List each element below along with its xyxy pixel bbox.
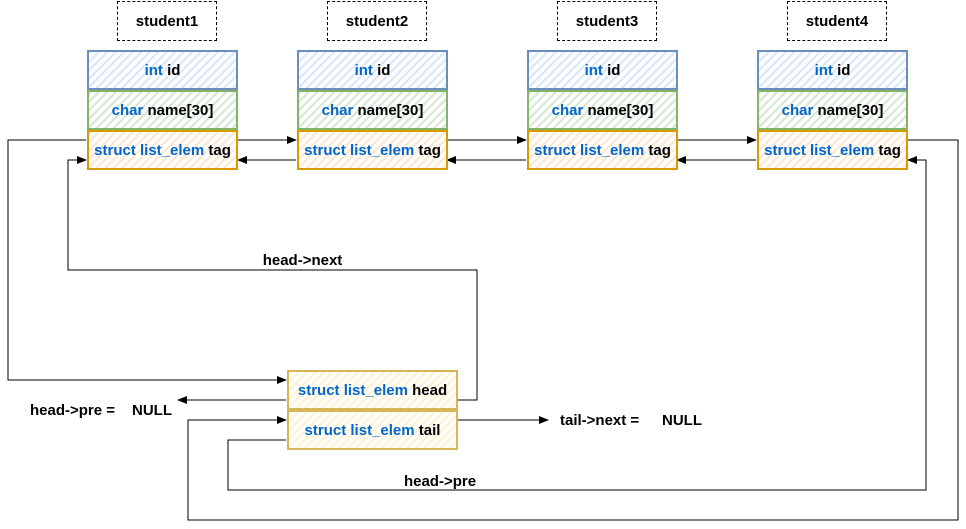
student2-name-field: char name[30] xyxy=(297,90,448,130)
student4-tag-field: struct list_elem tag xyxy=(757,130,908,170)
list-head-field: struct list_elem head xyxy=(287,370,458,410)
arrow-tag4-to-tail xyxy=(187,139,959,521)
student1-name-field: char name[30] xyxy=(87,90,238,130)
student2-tag-field: struct list_elem tag xyxy=(297,130,448,170)
arrow-head-next xyxy=(67,156,478,401)
head-pre-null-label: head->pre = xyxy=(30,401,116,419)
student1-title: student1 xyxy=(117,1,217,41)
arrow-tag1-to-head xyxy=(7,139,287,384)
student3-name-field: char name[30] xyxy=(527,90,678,130)
student3-id-field: int id xyxy=(527,50,678,90)
student1-tag-field: struct list_elem tag xyxy=(87,130,238,170)
head-next-label: head->next xyxy=(262,251,343,269)
student2-title: student2 xyxy=(327,1,427,41)
head-pre-label: head->pre xyxy=(403,472,477,490)
student3-title: student3 xyxy=(557,1,657,41)
student4-name-field: char name[30] xyxy=(757,90,908,130)
null-left-label: NULL xyxy=(132,401,172,419)
null-right-label: NULL xyxy=(662,411,702,429)
student4-title: student4 xyxy=(787,1,887,41)
student3-tag-field: struct list_elem tag xyxy=(527,130,678,170)
student1-id-field: int id xyxy=(87,50,238,90)
tail-next-null-label: tail->next = xyxy=(560,411,640,429)
student2-id-field: int id xyxy=(297,50,448,90)
list-tail-field: struct list_elem tail xyxy=(287,410,458,450)
student4-id-field: int id xyxy=(757,50,908,90)
arrow-tail-pre-to-tag4 xyxy=(227,156,927,491)
